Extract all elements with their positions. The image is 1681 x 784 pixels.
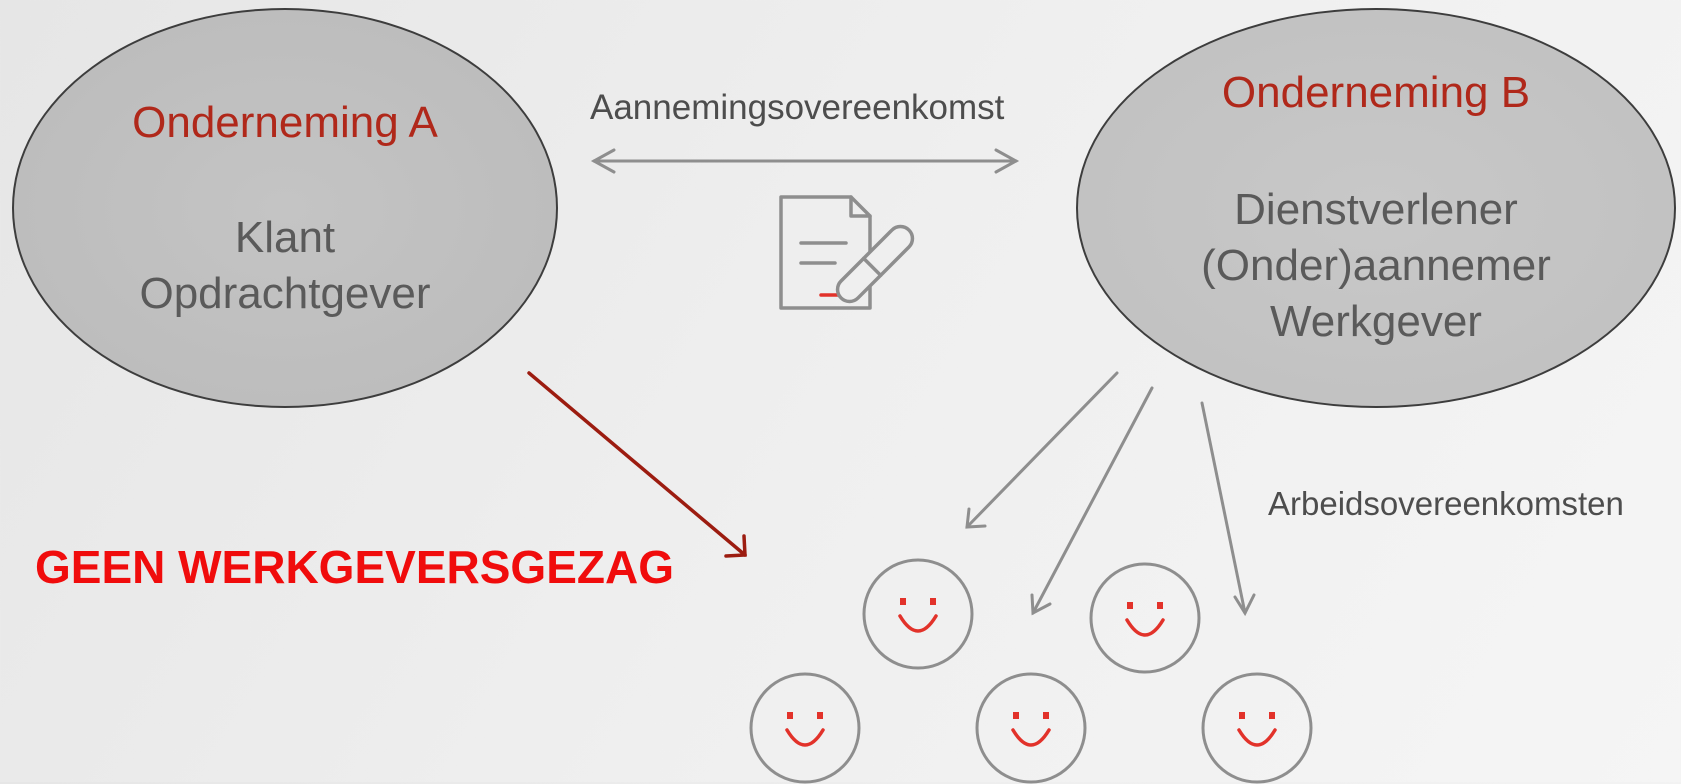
company-b-ellipse	[1076, 8, 1676, 408]
contract-double-arrow	[590, 148, 1020, 174]
employee-smiley-icon	[862, 558, 974, 670]
employee-smiley-icon	[1089, 562, 1201, 674]
employment-arrow-3	[1200, 401, 1256, 617]
employee-smiley-icon	[975, 672, 1087, 784]
no-authority-arrow	[527, 371, 747, 558]
contract-label: Aannemingsovereenkomst	[590, 88, 1005, 127]
company-a-roles: Klant Opdrachtgever	[12, 210, 558, 322]
company-b-role-subcontractor: (Onder)aannemer	[1201, 241, 1551, 290]
company-b-role-employer: Werkgever	[1270, 297, 1482, 346]
company-b-roles: Dienstverlener (Onder)aannemer Werkgever	[1076, 182, 1676, 350]
employee-smiley-icon	[749, 672, 861, 784]
company-a-title: Onderneming A	[132, 98, 438, 147]
employment-label: Arbeidsovereenkomsten	[1268, 485, 1624, 522]
employee-smiley-icon	[1201, 672, 1313, 784]
contract-signing-icon	[779, 195, 915, 310]
employment-arrow-2	[1030, 386, 1154, 616]
no-authority-label: GEEN WERKGEVERSGEZAG	[35, 541, 674, 593]
company-b-title: Onderneming B	[1221, 68, 1531, 117]
employment-arrow-1	[965, 371, 1119, 529]
company-b-role-service-provider: Dienstverlener	[1234, 185, 1518, 234]
company-a-ellipse	[12, 8, 558, 408]
company-a-role-client: Klant	[234, 213, 336, 262]
company-a-role-principal: Opdrachtgever	[139, 269, 431, 318]
